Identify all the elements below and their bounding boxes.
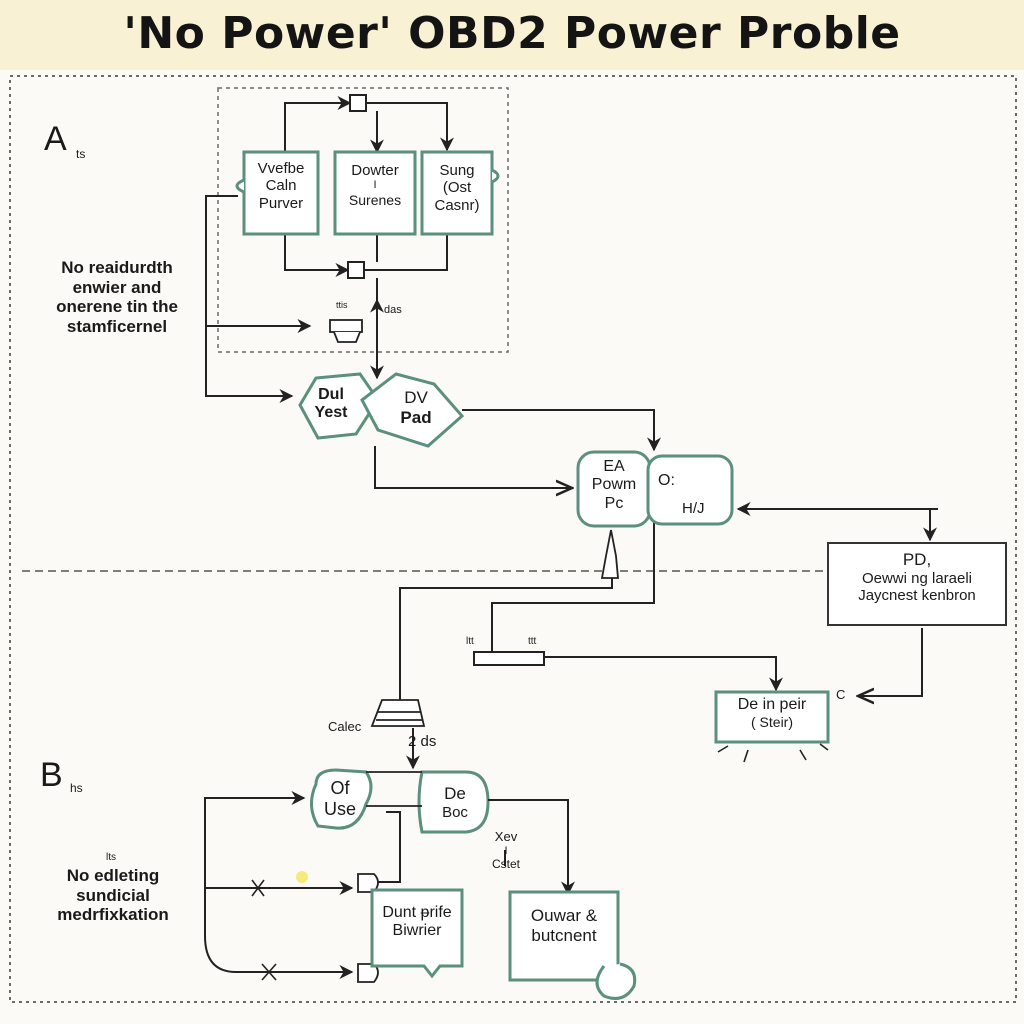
center-shapes-b <box>310 768 490 834</box>
right-box-line: PD, <box>902 550 932 569</box>
side-note-b-line: medrfixkation <box>57 905 169 925</box>
box-right-line: Sung <box>439 162 475 179</box>
shape-right-a-line: Pad <box>400 407 432 427</box>
center-left-label: EA Powm Pc <box>578 458 650 513</box>
plug-mark-left: ltt <box>466 636 474 647</box>
center-left-line: EA <box>603 458 625 475</box>
plug-bar <box>473 651 545 666</box>
side-connectors-a <box>205 195 312 403</box>
b-bridge <box>366 771 422 807</box>
b-box-left-line: Biwrier <box>392 922 442 940</box>
side-note-b-line: sundicial <box>76 885 150 905</box>
b-mid-marks: Xev I Cstet <box>484 829 528 871</box>
b-box-right-label: Ouwar & butcnent <box>510 906 618 945</box>
section-a-suffix: ts <box>76 147 86 161</box>
highlight-dot <box>296 871 308 883</box>
side-note-a-line: No reaidurdth <box>61 258 173 277</box>
shape-right-b-line: De <box>444 784 466 803</box>
center-connectors <box>374 409 938 700</box>
spindle-icon <box>600 529 619 579</box>
box-left-label: Vvefbe Caln Purver <box>244 160 318 212</box>
b-box-left-shape <box>370 888 464 979</box>
right-box-shape <box>827 542 1007 626</box>
side-note-a-line: enwier and <box>72 277 162 297</box>
shape-left-a-label: Dul Yest <box>304 386 358 423</box>
side-note-b: No edleting sundicial medrfixkation <box>38 866 188 925</box>
b-mid-mark: Xev <box>494 829 518 844</box>
center-right-top: O: <box>658 472 675 489</box>
side-note-a-line: stamficernel <box>66 316 168 336</box>
center-block <box>576 450 734 528</box>
mark-das: das <box>384 304 402 316</box>
section-b-suffix: hs <box>70 781 83 795</box>
section-a-letter: A <box>44 120 67 158</box>
center-shapes-a <box>298 372 465 448</box>
side-note-b-line: No edleting <box>66 866 160 885</box>
end-box-line: De in peir <box>737 696 807 713</box>
b-box-left-label: Dunt ᵽrife Biwrier <box>372 904 462 941</box>
box-right-line: (Ost <box>442 179 472 197</box>
box-left-line: Purver <box>258 194 304 212</box>
b-note-mark: lts <box>106 852 116 863</box>
box-right-label: Sung (Ost Casnr) <box>422 162 492 214</box>
b-top-mark: 2 ds <box>408 733 437 750</box>
section-b-letter: B <box>40 756 63 794</box>
box-mid-line: Surenes <box>348 191 402 208</box>
diagram-title: 'No Power' OBD2 Power Proble <box>123 8 901 59</box>
box-mid-label: Dowter I Surenes <box>335 162 415 208</box>
shape-right-b-label: De Boc <box>426 784 484 821</box>
top-loop-connectors <box>284 94 454 380</box>
center-left-line: Pc <box>604 494 624 512</box>
box-left-line: Vvefbe <box>257 160 305 177</box>
b-box-right-line: Ouwar & <box>530 906 598 925</box>
side-note-a-line: onerene tin the <box>56 297 178 317</box>
b-boxes <box>370 888 637 1000</box>
mark-ttis: ttis <box>336 300 348 310</box>
shape-left-a-line: Yest <box>314 404 348 422</box>
shape-right-b-line: Boc <box>442 803 468 821</box>
b-cross-marks <box>251 879 277 981</box>
calc-tray-icon <box>370 699 426 727</box>
box-left-shape <box>242 150 320 236</box>
box-left-line: Caln <box>265 177 297 195</box>
shape-left-b-line: Of <box>330 778 350 798</box>
center-left-line: Powm <box>591 476 637 494</box>
box-right-shape <box>420 150 494 236</box>
end-box-label: De in peir ( Steir) <box>716 696 828 730</box>
calc-label: Calec <box>328 719 362 734</box>
shape-right-a-label: DV Pad <box>390 388 442 427</box>
b-connectors <box>204 791 575 979</box>
end-box-shape <box>714 690 830 744</box>
end-box-line: ( Steir) <box>751 714 793 731</box>
end-box-rays <box>717 743 829 763</box>
box-mid-line: Dowter <box>351 162 399 179</box>
device-icon <box>329 319 363 343</box>
right-box-line: Jaycnest kenbron <box>858 586 976 604</box>
shape-right-a-line: DV <box>404 388 428 407</box>
side-note-a: No reaidurdth enwier and onerene tin the… <box>30 258 204 336</box>
shape-left-b-label: Of Use <box>314 778 366 819</box>
shape-left-b-line: Use <box>323 798 356 819</box>
b-box-right-line: butcnent <box>531 925 597 945</box>
box-mid-shape <box>333 150 417 236</box>
top-group-frame <box>217 87 509 353</box>
center-right-bottom: H/J <box>682 500 705 517</box>
title-band <box>0 0 1024 70</box>
box-mid-line: I <box>373 179 377 192</box>
b-mid-mark: I <box>504 844 508 857</box>
right-box-line: Oewwi ng laraeli <box>861 569 973 587</box>
b-mid-mark: Cstet <box>491 856 520 871</box>
box-right-line: Casnr) <box>434 196 480 214</box>
b-box-left-line: Dunt ᵽrife <box>382 904 452 921</box>
top-boxes <box>235 150 500 236</box>
end-mark: C <box>836 687 846 702</box>
b-box-right-shape <box>508 890 620 982</box>
right-box-label: PD, Oewwi ng laraeli Jaycnest kenbron <box>828 550 1006 604</box>
plug-mark-right: ttt <box>528 636 537 647</box>
shape-left-a-line: Dul <box>318 386 344 403</box>
